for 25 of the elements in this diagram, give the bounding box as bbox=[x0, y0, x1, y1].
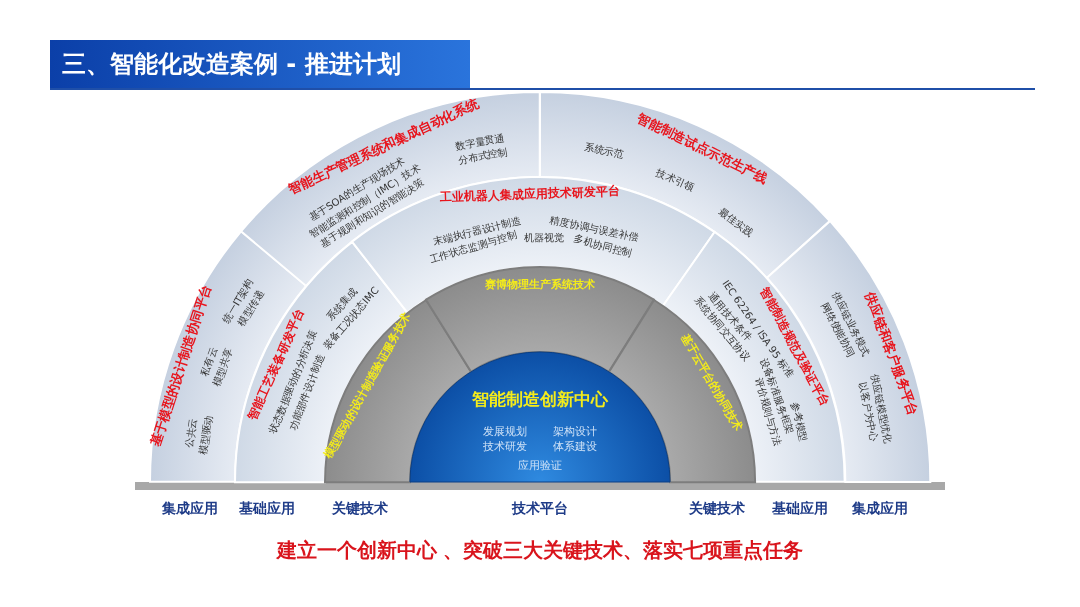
axis-label: 关键技术 bbox=[689, 500, 745, 518]
segment-item: 公共云 bbox=[183, 417, 199, 449]
segment-item: 发展规划 bbox=[483, 425, 527, 439]
segment-item: 模型驱动 bbox=[197, 414, 215, 456]
axis-label: 关键技术 bbox=[332, 500, 388, 518]
segment-item: 机器视觉 bbox=[524, 231, 565, 245]
segment-item: 最佳实践 bbox=[716, 205, 755, 240]
segment-heading: 赛博物理生产系统技术 bbox=[485, 278, 595, 292]
segment-heading: 智能制造创新中心 bbox=[472, 390, 608, 410]
summary-slogan: 建立一个创新中心 、突破三大关键技术、落实七项重点任务 bbox=[276, 537, 804, 564]
axis-label: 集成应用 bbox=[162, 500, 218, 518]
segment-item: 应用验证 bbox=[518, 459, 562, 473]
segment-item: 架构设计 bbox=[553, 425, 597, 439]
segment-item: 技术引领 bbox=[654, 166, 696, 193]
center-semicircle bbox=[410, 352, 670, 482]
segment-heading: 工业机器人集成应用技术研发平台 bbox=[439, 185, 621, 206]
axis-label: 基础应用 bbox=[772, 500, 828, 518]
segment-item: 系统示范 bbox=[583, 141, 626, 161]
axis-label: 集成应用 bbox=[852, 500, 908, 518]
segment-item: 体系建设 bbox=[553, 440, 597, 454]
segment-item: 技术研发 bbox=[483, 440, 527, 454]
title-bar: 三、智能化改造案例 - 推进计划 bbox=[50, 40, 470, 88]
ring-segment bbox=[426, 267, 654, 372]
axis-label: 技术平台 bbox=[512, 500, 568, 518]
axis-label: 基础应用 bbox=[239, 500, 295, 518]
